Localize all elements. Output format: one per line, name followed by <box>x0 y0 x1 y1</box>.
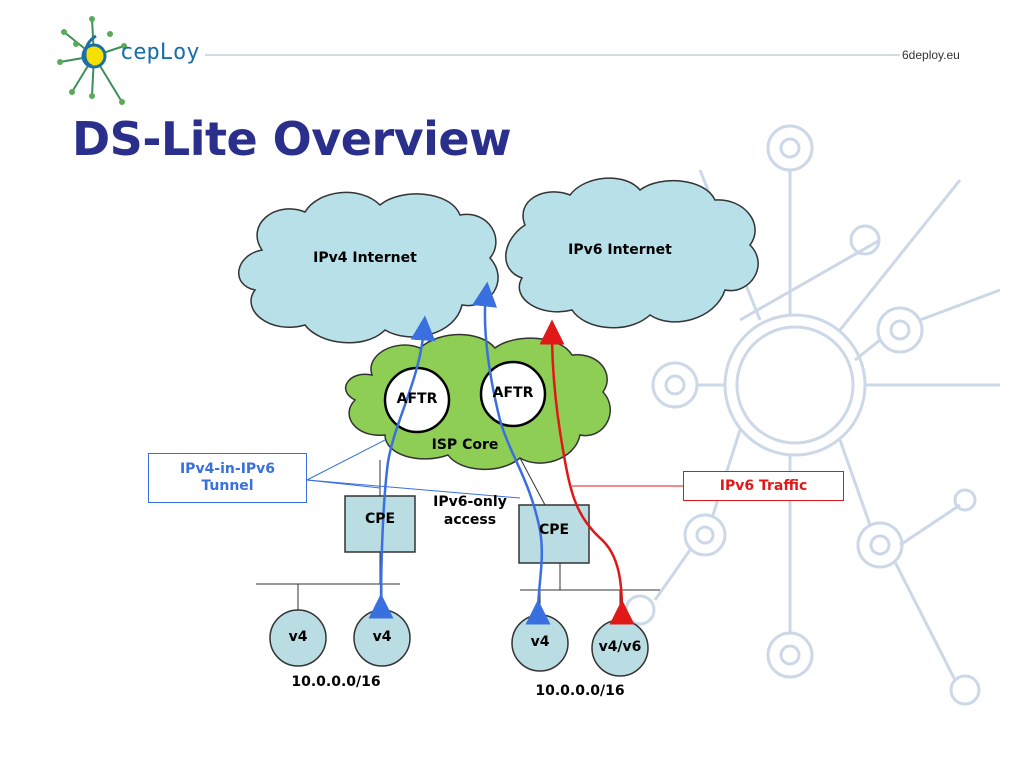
host-left-1-label: v4 <box>288 629 308 645</box>
page-title: DS-Lite Overview <box>72 112 512 166</box>
ipv6-internet-label: IPv6 Internet <box>568 242 672 258</box>
subnet-right-label: 10.0.0.0/16 <box>535 683 625 699</box>
isp-core-label: ISP Core <box>431 437 499 453</box>
host-left-2-label: v4 <box>372 629 392 645</box>
site-url: 6deploy.eu <box>902 48 960 62</box>
aftr-left-label: AFTR <box>396 391 438 407</box>
tunnel-line-1: IPv4-in-IPv6 <box>179 461 276 477</box>
header-rule <box>205 54 900 56</box>
host-right-1-label: v4 <box>530 634 550 650</box>
ipv6-only-access-label: IPv6-only access <box>420 493 520 529</box>
ipv6-traffic-callout: IPv6 Traffic <box>683 471 844 501</box>
tunnel-callout: IPv4-in-IPv6 Tunnel <box>148 453 307 503</box>
cpe-right-label: CPE <box>538 522 570 538</box>
access-line: access <box>443 512 497 528</box>
host-left-1 <box>269 609 327 667</box>
logo-icon <box>57 16 127 105</box>
host-right-2-label: v4/v6 <box>598 639 642 655</box>
tunnel-line-2: Tunnel <box>201 478 254 494</box>
ipv4-internet-label: IPv4 Internet <box>313 250 417 266</box>
logo-text: cepLoy <box>120 40 200 65</box>
ipv4-internet-cloud <box>238 191 499 344</box>
subnet-left-label: 10.0.0.0/16 <box>291 674 381 690</box>
ipv6-traffic-path <box>539 319 635 625</box>
cpe-left-label: CPE <box>364 511 396 527</box>
aftr-right-label: AFTR <box>492 385 534 401</box>
tunnel-path-left <box>368 315 436 619</box>
ipv6-only-line: IPv6-only <box>433 494 507 510</box>
ipv6-traffic-text: IPv6 Traffic <box>719 477 808 494</box>
